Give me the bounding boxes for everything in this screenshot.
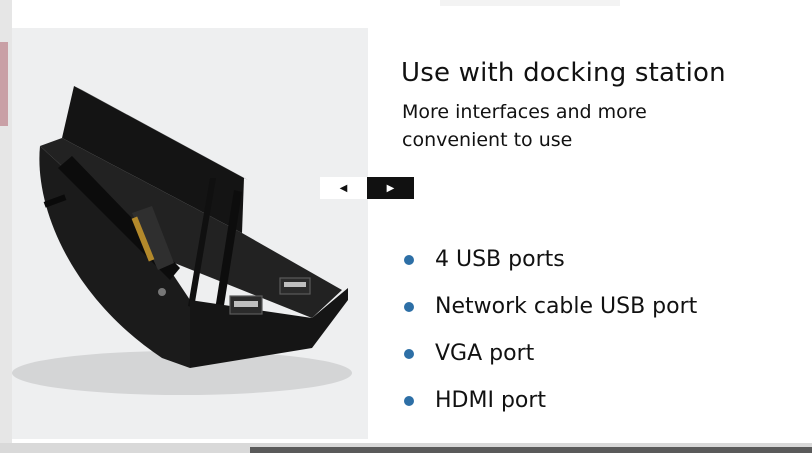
feature-label: VGA port	[435, 341, 535, 366]
slide-subtitle: More interfaces and more convenient to u…	[402, 101, 647, 151]
feature-label: HDMI port	[435, 388, 547, 413]
docking-station-image	[12, 28, 368, 439]
feature-item: 4 USB ports	[404, 236, 697, 283]
bullet-icon	[404, 395, 414, 406]
feature-list: 4 USB ports Network cable USB port VGA p…	[404, 236, 697, 424]
bullet-icon	[404, 348, 414, 359]
background-top-fragment	[440, 0, 620, 6]
background-bottom-bar-dark	[250, 447, 812, 453]
triangle-left-icon: ◀	[339, 182, 348, 194]
triangle-right-icon: ▶	[386, 182, 395, 194]
feature-label: Network cable USB port	[435, 294, 698, 319]
background-edge-accent	[0, 42, 8, 126]
slider-previous-button[interactable]: ◀	[320, 177, 367, 199]
feature-item: HDMI port	[404, 377, 697, 424]
slider-next-button[interactable]: ▶	[367, 177, 414, 199]
bullet-icon	[404, 301, 414, 312]
bullet-icon	[404, 254, 414, 265]
feature-item: Network cable USB port	[404, 283, 697, 330]
docking-station-illustration	[12, 86, 352, 395]
slide-title: Use with docking station	[401, 58, 726, 88]
feature-label: 4 USB ports	[435, 247, 565, 272]
feature-item: VGA port	[404, 330, 697, 377]
